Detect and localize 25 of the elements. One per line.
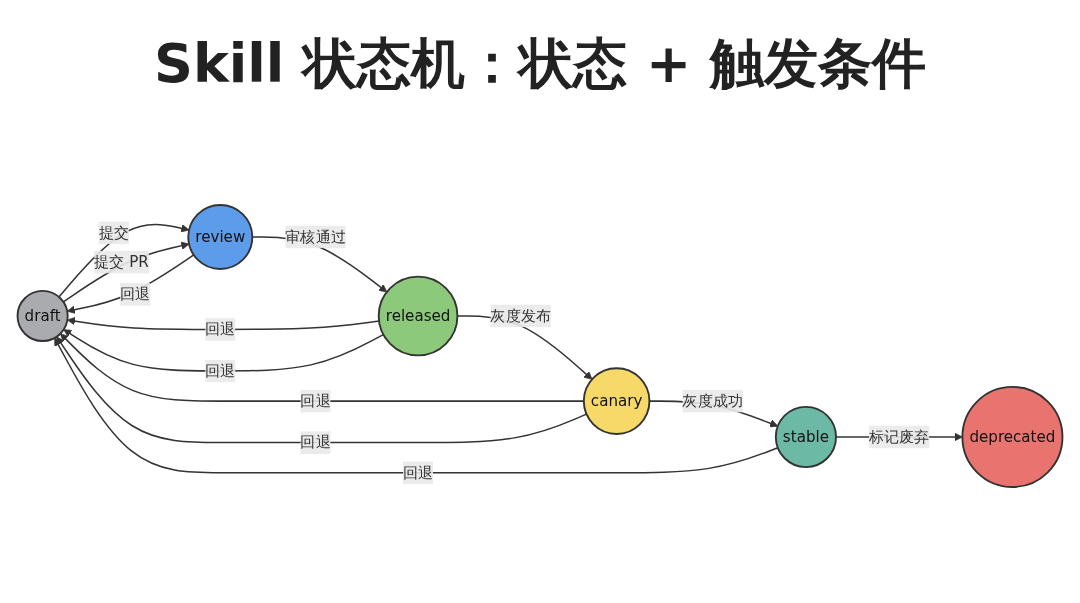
edge-label: 提交 PR bbox=[94, 252, 149, 271]
edge-label: 提交 bbox=[98, 223, 129, 242]
edge-label: 回退 bbox=[300, 433, 331, 452]
edge-label: 回退 bbox=[300, 391, 331, 410]
arrow bbox=[67, 316, 380, 331]
node-circle: draft bbox=[16, 289, 69, 342]
arrow bbox=[56, 336, 588, 444]
edge-label: 回退 bbox=[120, 284, 151, 303]
node-circle: review bbox=[187, 204, 254, 270]
edge-label: 灰度发布 bbox=[490, 306, 551, 325]
title: Skill 状态机：状态 + 触发条件 bbox=[153, 31, 927, 97]
edge-label: 回退 bbox=[205, 361, 236, 380]
edge-label: 回退 bbox=[402, 463, 434, 482]
edge-label: 回退 bbox=[205, 320, 236, 338]
edge-label: 审核通过 bbox=[285, 227, 346, 246]
arrow bbox=[58, 223, 190, 298]
node-circle: canary bbox=[582, 367, 651, 435]
node-circle: released bbox=[377, 275, 459, 357]
arrow bbox=[63, 329, 385, 372]
arrow bbox=[66, 254, 195, 314]
node-circle: stable bbox=[774, 405, 837, 468]
edge-label: 标记废弃 bbox=[869, 427, 930, 446]
edge-label: 灰度成功 bbox=[682, 391, 743, 410]
arrow bbox=[62, 241, 190, 303]
node-circle: deprecated bbox=[961, 386, 1064, 488]
